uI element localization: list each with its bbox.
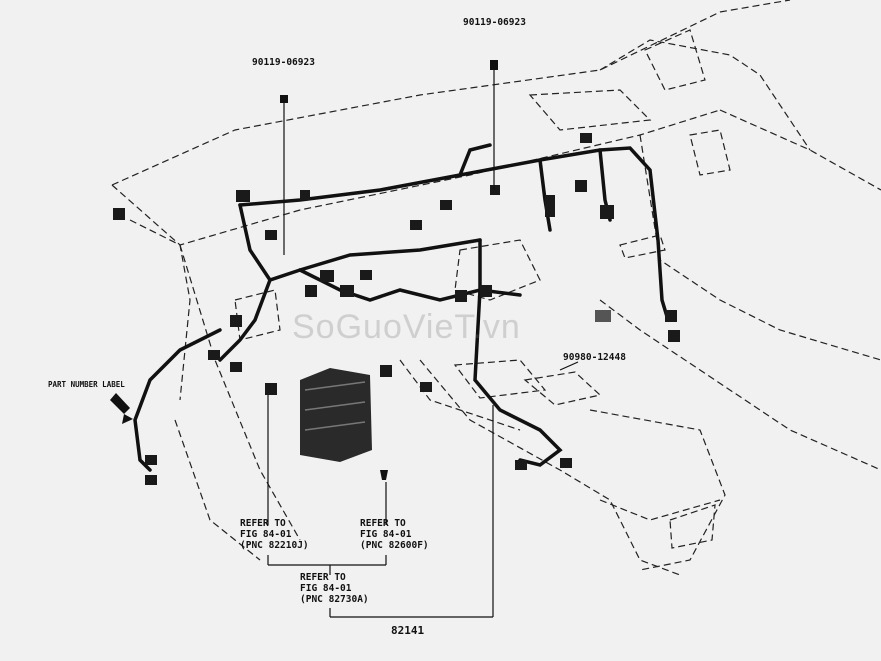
junction-block bbox=[300, 368, 388, 480]
reference-82600f: REFER TO FIG 84-01 (PNC 82600F) bbox=[360, 518, 429, 551]
part-number-label-caption: PART NUMBER LABEL bbox=[48, 380, 125, 389]
watermark: SoGuoVieT.vn bbox=[292, 308, 521, 346]
connectors bbox=[113, 133, 680, 485]
reference-82730a: REFER TO FIG 84-01 (PNC 82730A) bbox=[300, 572, 369, 605]
bolts bbox=[280, 60, 498, 103]
bolt-part-label-left: 90119-06923 bbox=[252, 57, 315, 68]
dashboard-outline bbox=[111, 0, 881, 576]
clip-part-label: 90980-12448 bbox=[563, 352, 626, 363]
leader-lines bbox=[267, 70, 579, 618]
bolt-part-label-right: 90119-06923 bbox=[463, 17, 526, 28]
main-part-number: 82141 bbox=[391, 624, 425, 637]
part-number-label-arrow-icon bbox=[110, 393, 133, 424]
reference-82210j: REFER TO FIG 84-01 (PNC 82210J) bbox=[240, 518, 309, 551]
